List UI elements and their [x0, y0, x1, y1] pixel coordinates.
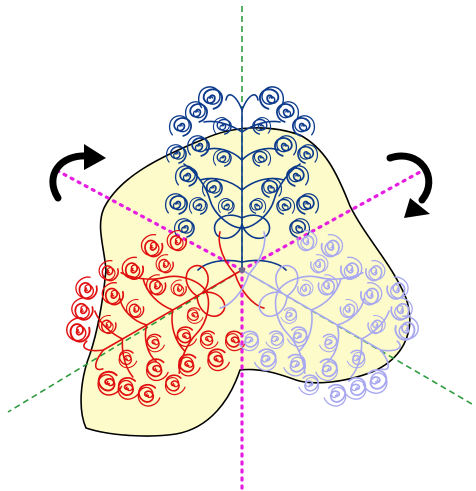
center-point — [239, 267, 245, 273]
